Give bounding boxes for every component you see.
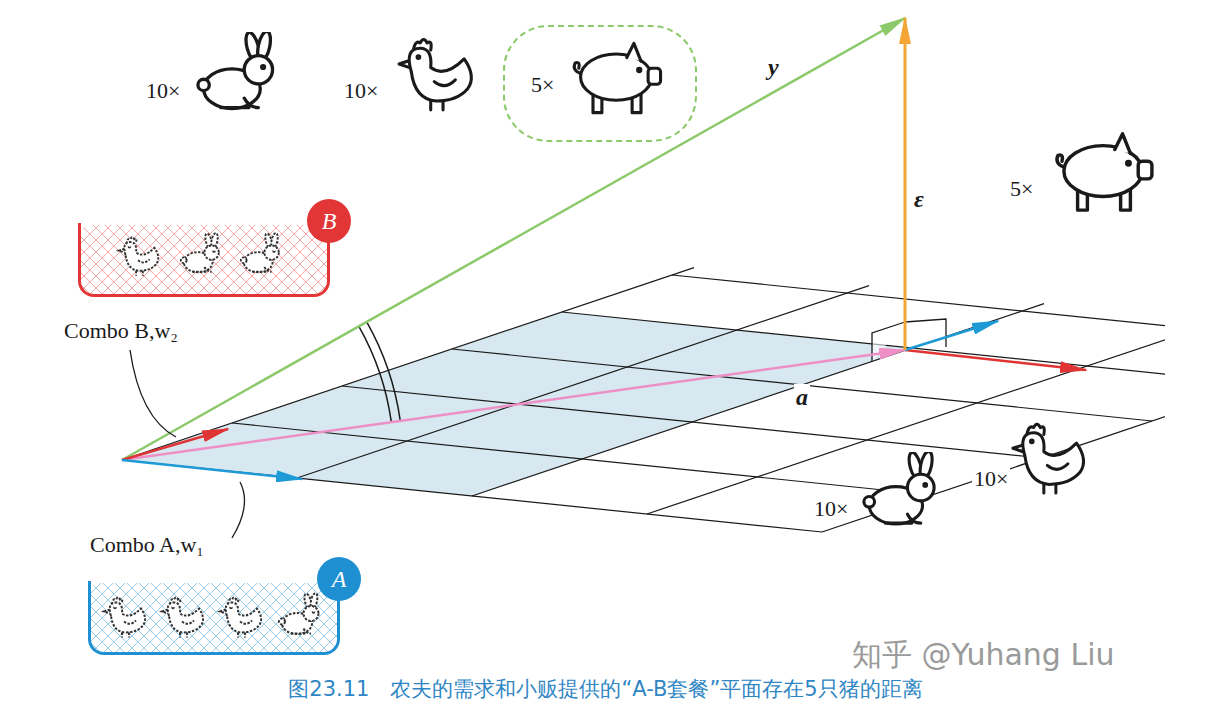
grid-line	[562, 312, 1165, 384]
grid-line	[822, 340, 1165, 532]
vector-label: ε	[914, 186, 924, 214]
grid-line	[672, 275, 1165, 347]
dashed-group: 5×	[503, 25, 697, 142]
combo-basket: A	[88, 581, 340, 655]
count-label: 10×	[344, 78, 378, 103]
pig-icon	[1057, 134, 1152, 210]
vector-w1-far	[905, 321, 998, 350]
combo-badge: B	[307, 199, 351, 243]
combo-basket: B	[78, 223, 330, 297]
rabbit-icon	[198, 30, 273, 108]
combo-plane	[122, 268, 1165, 532]
figure-caption: 图23.11 农夫的需求和小贩提供的“A-B套餐”平面存在5只猪的距离	[288, 677, 922, 701]
basket-b-icons	[119, 232, 279, 275]
grid-line	[452, 349, 1152, 421]
grid-line	[647, 322, 1165, 514]
combo-label: Combo B,w₂	[64, 318, 178, 343]
chicken-icon	[220, 598, 261, 638]
grid-line	[297, 286, 869, 478]
combo-label: Combo A,w₁	[90, 532, 204, 557]
leader-line	[232, 482, 245, 538]
angle-arcs	[359, 322, 400, 422]
vector-y	[122, 18, 905, 460]
basket-b-hatch	[80, 225, 328, 295]
plane-grid	[122, 268, 1165, 532]
angle-arc	[359, 326, 391, 422]
vector-w2-far	[905, 350, 1086, 370]
vector-w1	[122, 460, 302, 479]
basket-a-hatch	[90, 583, 338, 653]
rabbit-icon	[864, 450, 934, 524]
chicken-icon	[399, 39, 471, 109]
vector-epsilon	[904, 18, 907, 350]
chicken-icon	[1013, 424, 1084, 493]
count-label: 5×	[531, 72, 554, 97]
plane-shading	[122, 312, 912, 496]
rabbit-icon	[181, 232, 219, 272]
vector-label: y	[768, 54, 779, 82]
angle-arc	[367, 322, 401, 421]
vector-w2	[122, 429, 228, 460]
vector-a	[122, 350, 905, 460]
watermark: 知乎 @Yuhang Liu	[852, 638, 1115, 673]
chicken-icon	[104, 598, 145, 638]
count-label: 5×	[1010, 176, 1033, 201]
count-label: 10×	[812, 496, 850, 521]
rabbit-icon	[241, 232, 279, 272]
animal-icons	[198, 30, 1152, 524]
basket-a-icons	[104, 593, 319, 638]
rabbit-icon	[279, 593, 319, 634]
chicken-icon	[162, 598, 203, 638]
leader-line	[130, 350, 176, 437]
pig-icon	[574, 43, 660, 112]
vector-label: a	[794, 384, 810, 412]
chicken-icon	[119, 237, 158, 275]
count-label: 10×	[146, 78, 180, 103]
combo-badge: A	[317, 557, 361, 601]
count-label: 10×	[972, 466, 1010, 491]
